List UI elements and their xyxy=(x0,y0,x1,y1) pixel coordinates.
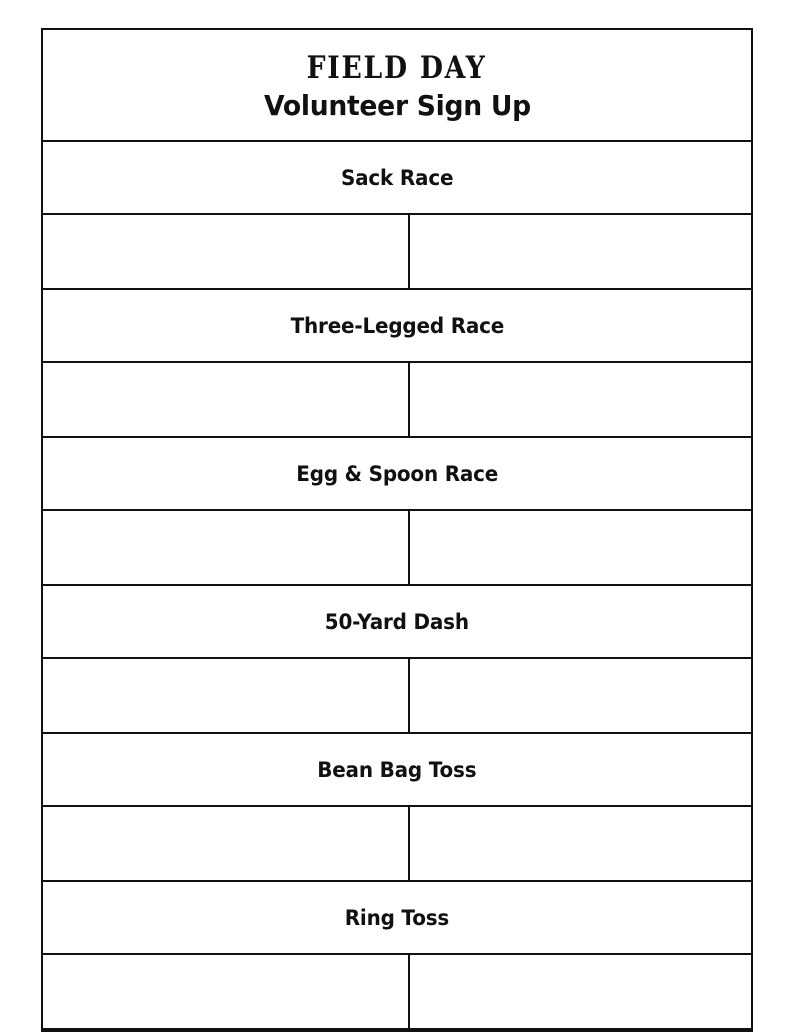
activity-section-bean-bag-toss: Bean Bag Toss xyxy=(43,734,751,882)
volunteer-contact-field[interactable] xyxy=(409,215,751,288)
activity-section-sack-race: Sack Race xyxy=(43,142,751,290)
activity-section-three-legged-race: Three-Legged Race xyxy=(43,290,751,438)
volunteer-name-field[interactable] xyxy=(43,955,410,1028)
signup-entry-row xyxy=(43,363,751,438)
activity-header-row: Egg & Spoon Race xyxy=(43,438,751,511)
volunteer-name-field[interactable] xyxy=(43,215,410,288)
signup-sheet-table: FIELD DAY Volunteer Sign Up Sack Race Th… xyxy=(41,28,753,1032)
volunteer-contact-field[interactable] xyxy=(409,363,751,436)
signup-entry-row xyxy=(43,807,751,882)
volunteer-name-field[interactable] xyxy=(43,511,410,584)
activity-name-label: Sack Race xyxy=(340,165,454,190)
activity-name-label: 50-Yard Dash xyxy=(324,609,470,634)
activity-header-row: 50-Yard Dash xyxy=(43,586,751,659)
activity-section-egg-and-spoon-race: Egg & Spoon Race xyxy=(43,438,751,586)
activity-header-row: Bean Bag Toss xyxy=(43,734,751,807)
activity-name-label: Egg & Spoon Race xyxy=(296,461,498,486)
activity-header-row: Ring Toss xyxy=(43,882,751,955)
activity-name-label: Bean Bag Toss xyxy=(317,757,477,782)
volunteer-name-field[interactable] xyxy=(43,807,410,880)
volunteer-contact-field[interactable] xyxy=(409,659,751,732)
activity-header-row: Sack Race xyxy=(43,142,751,215)
volunteer-name-field[interactable] xyxy=(43,363,410,436)
page-subtitle: Volunteer Sign Up xyxy=(263,89,531,123)
signup-entry-row xyxy=(43,659,751,734)
volunteer-contact-field[interactable] xyxy=(409,955,751,1028)
signup-entry-row xyxy=(43,215,751,290)
activity-section-50-yard-dash: 50-Yard Dash xyxy=(43,586,751,734)
activity-header-row: Three-Legged Race xyxy=(43,290,751,363)
volunteer-name-field[interactable] xyxy=(43,659,410,732)
page-title: FIELD DAY xyxy=(307,49,487,86)
activity-section-ring-toss: Ring Toss xyxy=(43,882,751,1030)
signup-entry-row xyxy=(43,955,751,1030)
sheet-title-block: FIELD DAY Volunteer Sign Up xyxy=(43,30,751,142)
volunteer-contact-field[interactable] xyxy=(409,807,751,880)
activity-name-label: Three-Legged Race xyxy=(290,313,504,338)
volunteer-contact-field[interactable] xyxy=(409,511,751,584)
signup-entry-row xyxy=(43,511,751,586)
activity-name-label: Ring Toss xyxy=(344,905,450,930)
